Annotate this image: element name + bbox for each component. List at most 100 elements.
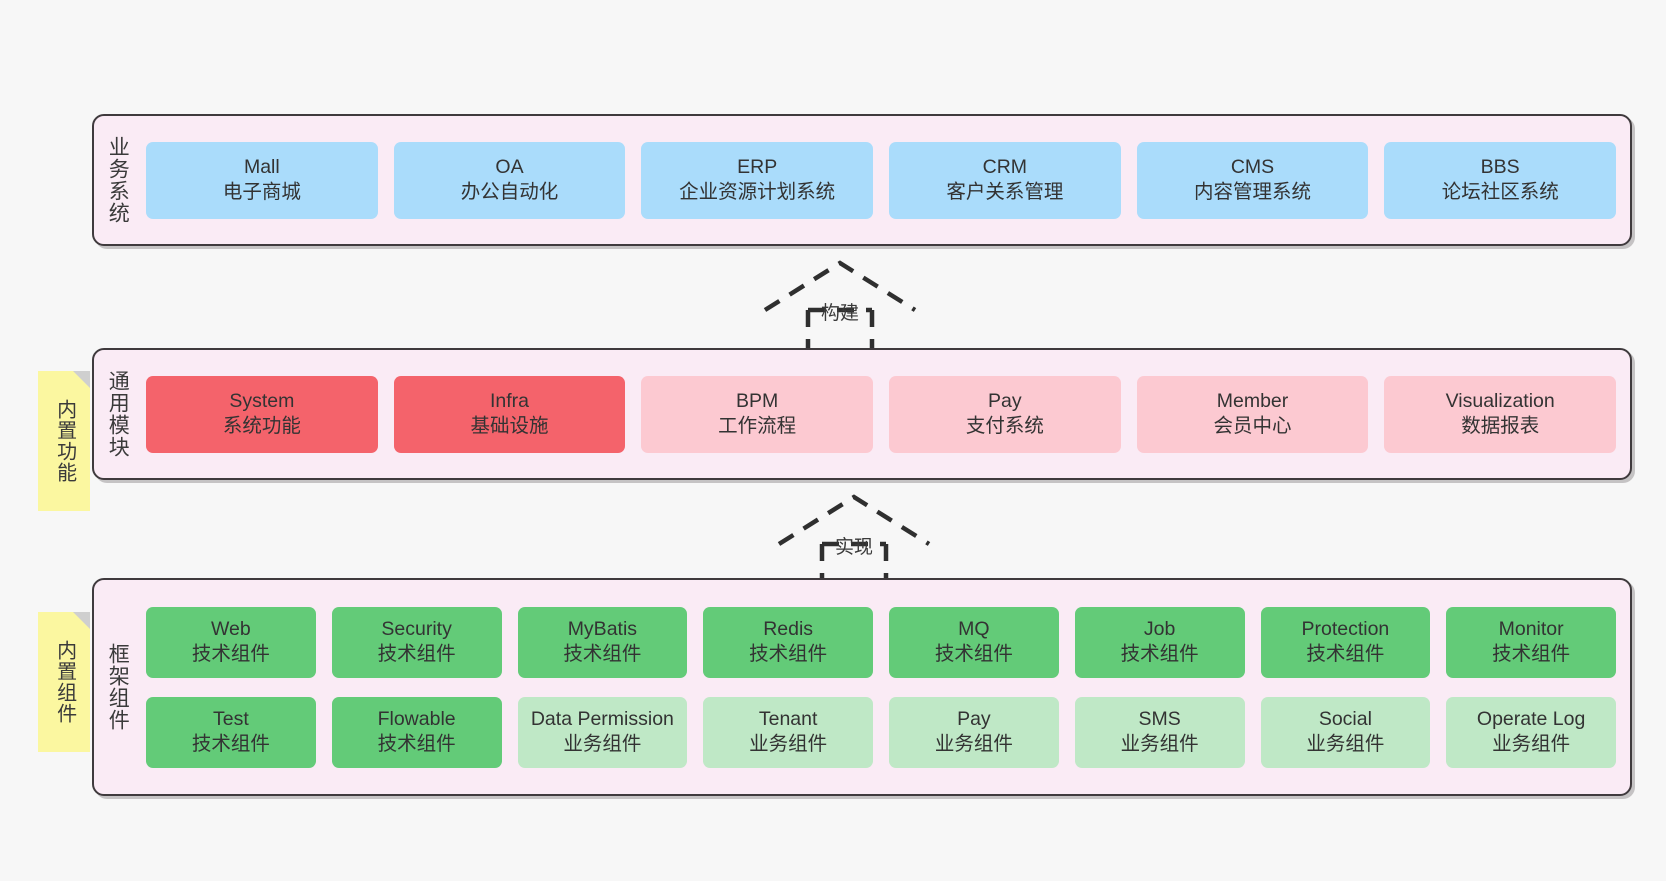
card-bpm-subtitle: 工作流程: [718, 415, 797, 437]
card-test[interactable]: Test 技术组件: [146, 696, 316, 768]
card-member-title: Member: [1216, 390, 1289, 413]
framework-components-grid: Web 技术组件 Security 技术组件 MyBatis 技术组件 Redi…: [140, 580, 1630, 794]
implement-arrow-glyph: [777, 494, 931, 588]
card-system[interactable]: System 系统功能: [146, 375, 378, 453]
builtin-components-note: 内置组件: [38, 612, 90, 752]
card-mybatis-title: MyBatis: [567, 618, 638, 641]
note-fold-corner-icon: [73, 612, 90, 629]
card-tenant-title: Tenant: [758, 708, 818, 731]
layer-title-business-systems: 业务系统: [106, 136, 130, 224]
card-sms-title: SMS: [1138, 708, 1181, 731]
builtin-components-note-label: 内置组件: [53, 640, 76, 724]
card-bpm-title: BPM: [736, 390, 779, 413]
builtin-features-note: 内置功能: [38, 371, 90, 511]
card-flowable-subtitle: 技术组件: [377, 733, 456, 755]
card-pay-component-subtitle: 业务组件: [934, 733, 1013, 755]
card-protection-subtitle: 技术组件: [1306, 643, 1385, 665]
card-visualization-title: Visualization: [1445, 390, 1555, 413]
card-oa-title: OA: [495, 156, 524, 179]
layer-business-systems: 业务系统 Mall 电子商城 OA 办公自动化 ERP 企业资源计划系统 CRM…: [92, 114, 1632, 246]
layer-title-common-modules: 通用模块: [106, 370, 130, 458]
card-data-permission-title: Data Permission: [530, 708, 674, 731]
card-security-title: Security: [381, 618, 452, 641]
card-job[interactable]: Job 技术组件: [1074, 606, 1245, 678]
card-erp-subtitle: 企业资源计划系统: [679, 181, 836, 203]
card-pay-module[interactable]: Pay 支付系统: [889, 375, 1121, 453]
card-cms[interactable]: CMS 内容管理系统: [1136, 141, 1369, 219]
framework-components-row-1: Web 技术组件 Security 技术组件 MyBatis 技术组件 Redi…: [146, 606, 1616, 678]
card-web-title: Web: [211, 618, 251, 641]
card-pay-component-title: Pay: [957, 708, 991, 731]
card-protection-title: Protection: [1301, 618, 1390, 641]
card-test-subtitle: 技术组件: [191, 733, 270, 755]
card-system-title: System: [229, 390, 295, 413]
card-oa[interactable]: OA 办公自动化: [393, 141, 626, 219]
card-social[interactable]: Social 业务组件: [1260, 696, 1431, 768]
card-job-subtitle: 技术组件: [1120, 643, 1199, 665]
card-social-title: Social: [1318, 708, 1372, 731]
framework-components-row-2: Test 技术组件 Flowable 技术组件 Data Permission …: [146, 696, 1616, 768]
card-test-title: Test: [212, 708, 249, 731]
card-social-subtitle: 业务组件: [1306, 733, 1385, 755]
card-web-subtitle: 技术组件: [191, 643, 270, 665]
card-redis[interactable]: Redis 技术组件: [703, 606, 873, 678]
card-operate-log[interactable]: Operate Log 业务组件: [1446, 696, 1616, 768]
card-erp[interactable]: ERP 企业资源计划系统: [641, 141, 874, 219]
card-member[interactable]: Member 会员中心: [1136, 375, 1369, 453]
card-cms-title: CMS: [1230, 156, 1275, 179]
card-redis-subtitle: 技术组件: [749, 643, 828, 665]
card-bbs-title: BBS: [1480, 156, 1520, 179]
card-crm-subtitle: 客户关系管理: [946, 181, 1064, 203]
card-operate-log-title: Operate Log: [1476, 708, 1586, 731]
card-bpm[interactable]: BPM 工作流程: [641, 375, 874, 453]
card-mq-subtitle: 技术组件: [934, 643, 1013, 665]
card-mall-title: Mall: [243, 156, 280, 179]
card-flowable-title: Flowable: [377, 708, 456, 731]
card-monitor-title: Monitor: [1498, 618, 1564, 641]
card-crm[interactable]: CRM 客户关系管理: [889, 141, 1121, 219]
card-redis-title: Redis: [763, 618, 814, 641]
card-crm-title: CRM: [982, 156, 1028, 179]
card-data-permission-subtitle: 业务组件: [563, 733, 642, 755]
card-mq-title: MQ: [958, 618, 990, 641]
card-security[interactable]: Security 技术组件: [331, 606, 502, 678]
card-infra-title: Infra: [489, 390, 530, 413]
card-mall[interactable]: Mall 电子商城: [146, 141, 378, 219]
layer-common-modules: 通用模块 System 系统功能 Infra 基础设施 BPM 工作流程 Pay…: [92, 348, 1632, 480]
card-security-subtitle: 技术组件: [377, 643, 456, 665]
note-fold-corner-icon: [73, 371, 90, 388]
card-bbs[interactable]: BBS 论坛社区系统: [1384, 141, 1617, 219]
build-arrow-glyph: [763, 260, 917, 354]
card-monitor-subtitle: 技术组件: [1492, 643, 1571, 665]
card-tenant[interactable]: Tenant 业务组件: [703, 696, 873, 768]
card-pay-module-subtitle: 支付系统: [965, 415, 1044, 437]
builtin-features-note-label: 内置功能: [53, 399, 76, 483]
card-visualization-subtitle: 数据报表: [1461, 415, 1540, 437]
card-cms-subtitle: 内容管理系统: [1194, 181, 1312, 203]
card-system-subtitle: 系统功能: [222, 415, 301, 437]
card-sms-subtitle: 业务组件: [1120, 733, 1199, 755]
build-arrow: 构建: [760, 258, 920, 354]
card-flowable[interactable]: Flowable 技术组件: [331, 696, 502, 768]
card-operate-log-subtitle: 业务组件: [1492, 733, 1571, 755]
card-pay-component[interactable]: Pay 业务组件: [889, 696, 1059, 768]
layer-title-framework-components: 框架组件: [106, 643, 130, 731]
card-visualization[interactable]: Visualization 数据报表: [1384, 375, 1617, 453]
implement-arrow: 实现: [774, 492, 934, 588]
card-job-title: Job: [1143, 618, 1176, 641]
card-erp-title: ERP: [737, 156, 778, 179]
card-mq[interactable]: MQ 技术组件: [889, 606, 1059, 678]
business-systems-card-row: Mall 电子商城 OA 办公自动化 ERP 企业资源计划系统 CRM 客户关系…: [140, 116, 1630, 244]
card-data-permission[interactable]: Data Permission 业务组件: [517, 696, 688, 768]
card-infra[interactable]: Infra 基础设施: [393, 375, 626, 453]
card-bbs-subtitle: 论坛社区系统: [1441, 181, 1559, 203]
card-web[interactable]: Web 技术组件: [146, 606, 316, 678]
card-oa-subtitle: 办公自动化: [460, 181, 559, 203]
card-member-subtitle: 会员中心: [1213, 415, 1292, 437]
card-protection[interactable]: Protection 技术组件: [1260, 606, 1431, 678]
card-mybatis[interactable]: MyBatis 技术组件: [517, 606, 688, 678]
card-sms[interactable]: SMS 业务组件: [1074, 696, 1245, 768]
card-monitor[interactable]: Monitor 技术组件: [1446, 606, 1616, 678]
card-mall-subtitle: 电子商城: [222, 181, 301, 203]
